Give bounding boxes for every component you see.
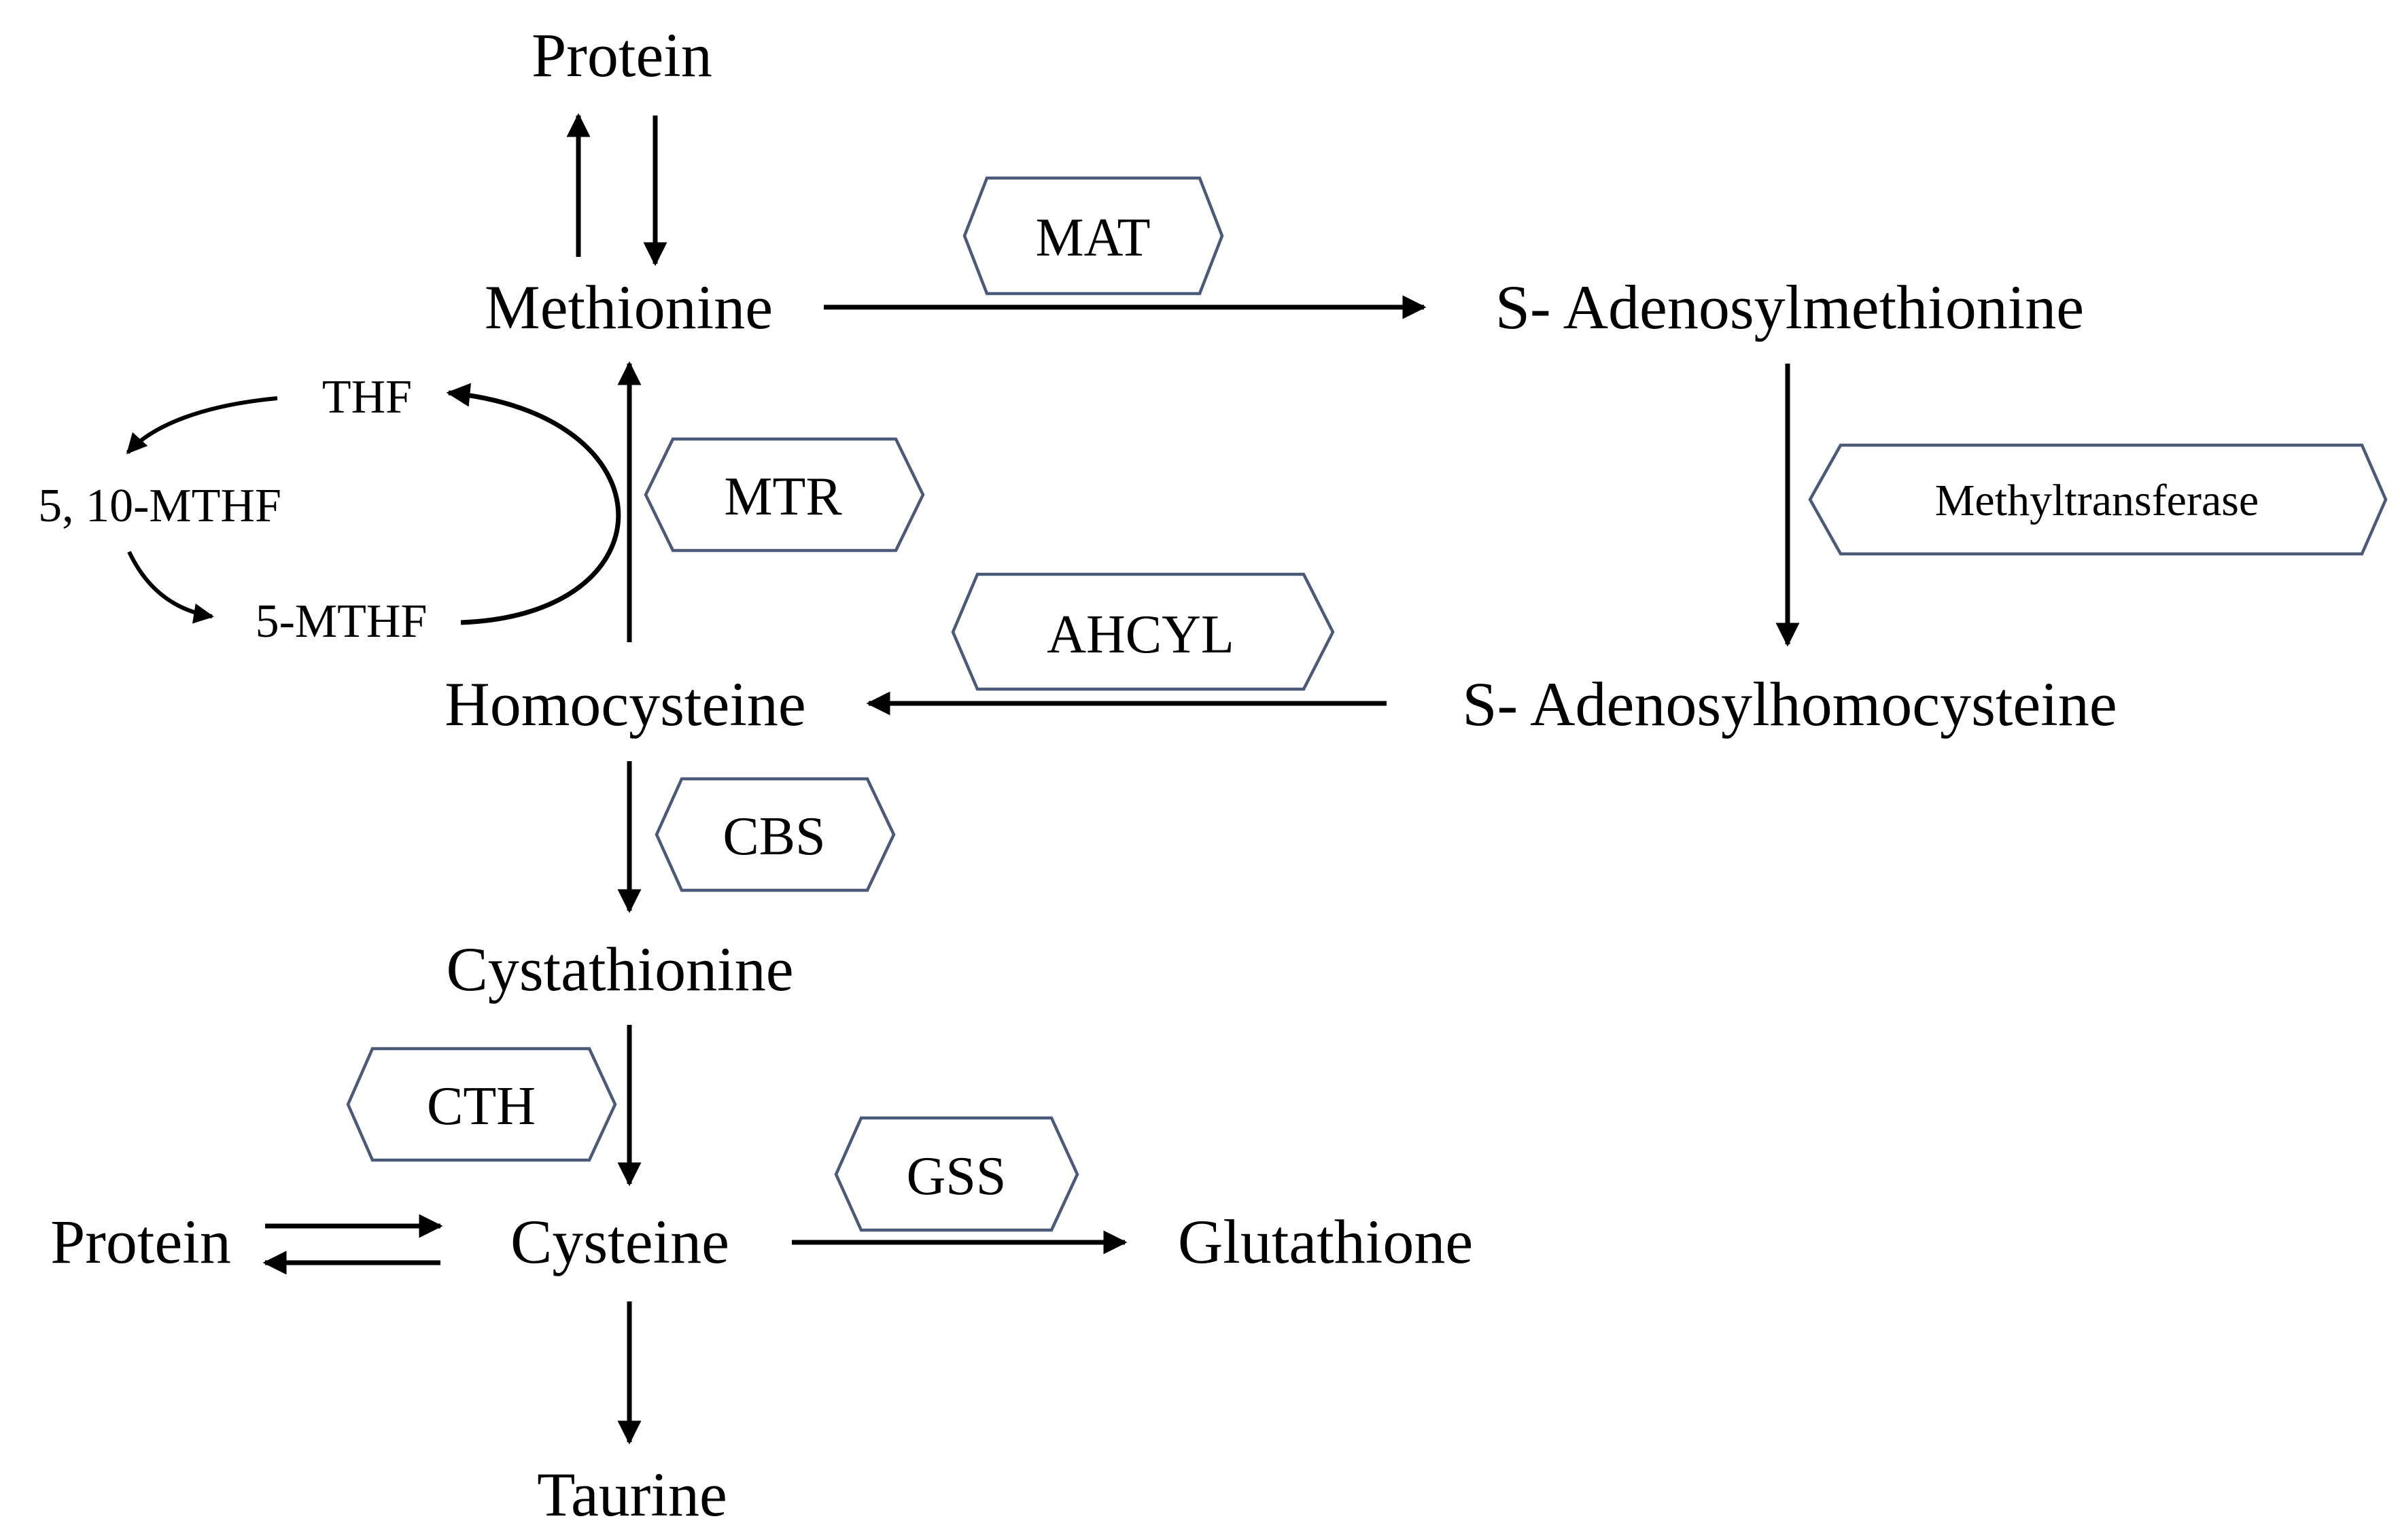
enzyme-gss: GSS bbox=[834, 1116, 1079, 1232]
mat-hexagon-shape bbox=[962, 176, 1224, 296]
enzyme-ahcyl: AHCYL bbox=[951, 572, 1335, 691]
mat-label: MAT bbox=[1036, 208, 1151, 268]
protein-top-label: Protein bbox=[532, 20, 712, 90]
ahcyl-hexagon-shape bbox=[951, 572, 1335, 691]
gss-label: GSS bbox=[907, 1147, 1007, 1206]
enzyme-mat: MAT bbox=[962, 176, 1224, 296]
gss-hexagon-shape bbox=[834, 1116, 1079, 1232]
glutathione-label: Glutathione bbox=[1178, 1207, 1473, 1276]
enzyme-mtr: MTR bbox=[644, 437, 925, 553]
cth-label: CTH bbox=[427, 1077, 536, 1136]
cth-hexagon-shape bbox=[346, 1047, 617, 1162]
ahcyl-label: AHCYL bbox=[1047, 605, 1234, 665]
sah-label: S- Adenosylhomocysteine bbox=[1462, 669, 2117, 739]
methyltransferase-hexagon-shape bbox=[1808, 443, 2388, 556]
5-mthf-label: 5-MTHF bbox=[256, 595, 428, 648]
cbs-label: CBS bbox=[723, 807, 825, 867]
cbs-hexagon-shape bbox=[655, 777, 896, 892]
cystathionine-label: Cystathionine bbox=[446, 934, 793, 1004]
protein-left-label: Protein bbox=[50, 1207, 231, 1276]
sam-label: S- Adenosylmethionine bbox=[1495, 273, 2084, 342]
methyltransferase-label: Methyltransferase bbox=[1935, 476, 2259, 525]
enzyme-cth: CTH bbox=[346, 1047, 617, 1162]
methionine-label: Methionine bbox=[485, 273, 773, 342]
arrow-5-10-mthf-to-5mthf bbox=[127, 550, 214, 624]
5-10-mthf-label: 5, 10-MTHF bbox=[38, 480, 281, 532]
cysteine-label: Cysteine bbox=[510, 1207, 729, 1276]
mtr-hexagon-shape bbox=[644, 437, 925, 553]
enzyme-cbs: CBS bbox=[655, 777, 896, 892]
taurine-label: Taurine bbox=[537, 1460, 727, 1529]
arrow-5mthf-to-thf bbox=[446, 383, 621, 625]
arrow-thf-to-5-10-mthf bbox=[126, 396, 278, 455]
homocysteine-label: Homocysteine bbox=[445, 669, 805, 739]
thf-label: THF bbox=[322, 371, 412, 423]
enzyme-methyltransferase: Methyltransferase bbox=[1808, 443, 2388, 556]
mtr-label: MTR bbox=[724, 467, 842, 527]
